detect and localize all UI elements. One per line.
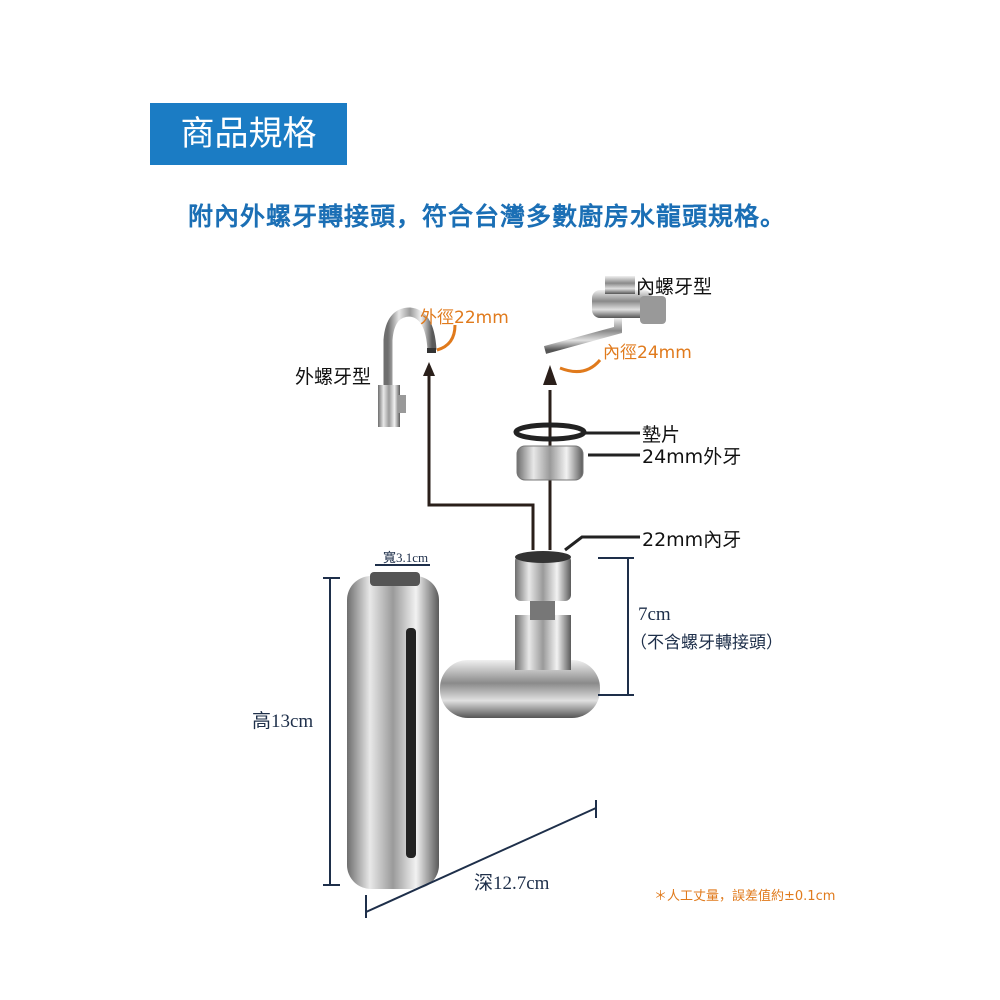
subtitle: 附內外螺牙轉接頭，符合台灣多數廚房水龍頭規格。 xyxy=(188,202,787,231)
width-dimension: 寬3.1cm xyxy=(383,550,429,565)
inner-thread-faucet-image xyxy=(543,276,666,354)
female-22mm-label: 22mm內牙 xyxy=(642,529,742,551)
measurement-note: ＊人工丈量，誤差值約±0.1cm xyxy=(654,889,836,904)
inner-diameter-label: 內徑24mm xyxy=(603,343,692,363)
inner-thread-type-label: 內螺牙型 xyxy=(636,276,713,298)
gasket-label: 墊片 xyxy=(642,424,681,446)
arrow-head-icon xyxy=(423,362,435,376)
product-image xyxy=(347,551,600,889)
arrow-head-icon xyxy=(543,365,557,385)
spout-height-note: （不含螺牙轉接頭） xyxy=(630,633,783,653)
leader-lines xyxy=(564,431,640,552)
male-24mm-label: 24mm外牙 xyxy=(642,446,742,468)
outer-thread-type-label: 外螺牙型 xyxy=(295,366,372,388)
height-dimension: 高13cm xyxy=(252,711,314,732)
depth-dimension: 深12.7cm xyxy=(474,873,550,894)
orange-pointer-arrow xyxy=(559,358,602,374)
section-title: 商品規格 xyxy=(150,103,347,165)
outer-diameter-label: 外徑22mm xyxy=(420,308,509,328)
dimension-lines xyxy=(323,557,634,918)
adapter-24mm-image xyxy=(516,445,584,481)
orange-pointer-arrow xyxy=(436,324,457,352)
spout-height-dimension: 7cm xyxy=(638,604,671,625)
outer-thread-faucet-image xyxy=(378,307,437,427)
